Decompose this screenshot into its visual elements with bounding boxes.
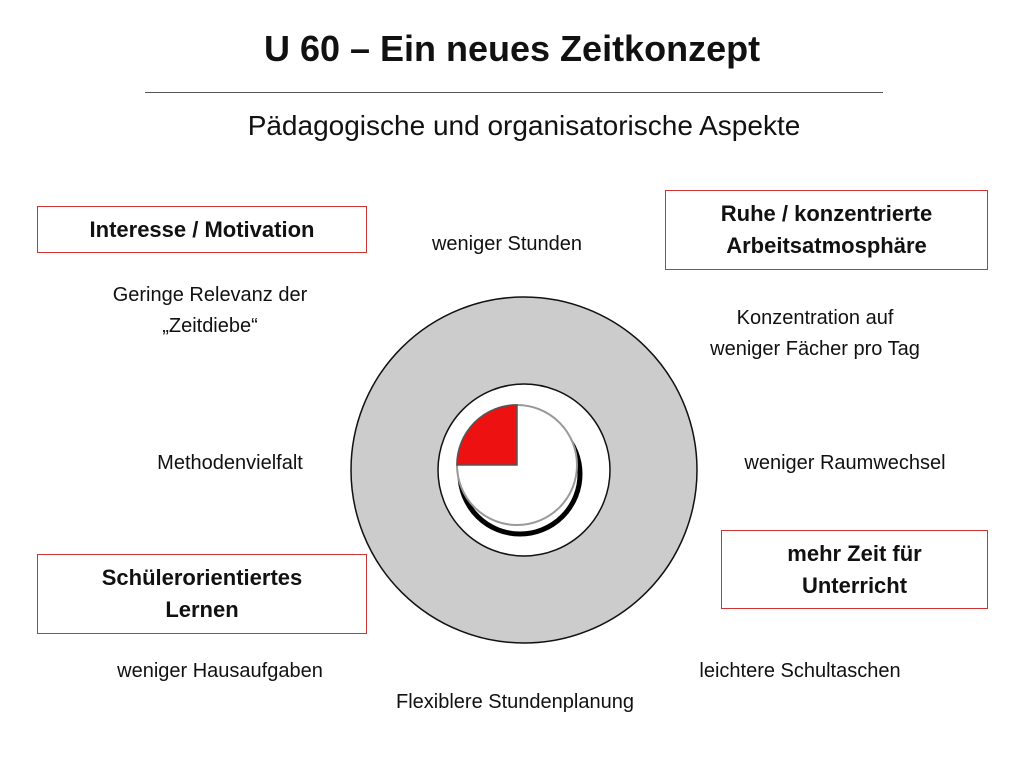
more-time-box: mehr Zeit für Unterricht [721, 530, 988, 609]
label-methods: Methodenvielfalt [157, 452, 303, 474]
label-relevance-line1: Geringe Relevanz der [112, 284, 308, 306]
calm-atmosphere-label: Ruhe / konzentrierte Arbeitsatmosphäre [720, 201, 933, 258]
label-focus-line2: weniger Fächer pro Tag [710, 338, 920, 360]
label-rooms: weniger Raumwechsel [744, 452, 946, 474]
label-homework: weniger Hausaufgaben [117, 660, 323, 682]
more-time-label: mehr Zeit für Unterricht [787, 540, 922, 598]
page-title: U 60 – Ein neues Zeitkonzept [263, 28, 761, 69]
label-focus-line1: Konzentration auf [736, 307, 894, 329]
label-bags: leichtere Schultaschen [699, 660, 901, 682]
label-planning: Flexiblere Stundenplanung [396, 691, 634, 713]
label-focus: Konzentration auf weniger Fächer pro Tag [665, 303, 965, 365]
student-oriented-label: Schülerorientiertes Lernen [101, 565, 303, 622]
title-divider [145, 92, 883, 93]
student-oriented-box: Schülerorientiertes Lernen [37, 554, 367, 634]
calm-atmosphere-box: Ruhe / konzentrierte Arbeitsatmosphäre [665, 190, 988, 270]
interest-motivation-box: Interesse / Motivation [37, 206, 367, 253]
page-subtitle: Pädagogische und organisatorische Aspekt… [247, 110, 801, 141]
label-relevance-line2: „Zeitdiebe“ [162, 315, 258, 337]
label-fewer-hours: weniger Stunden [431, 233, 583, 255]
label-relevance: Geringe Relevanz der „Zeitdiebe“ [60, 280, 360, 342]
interest-motivation-label: Interesse / Motivation [89, 216, 315, 242]
clock-highlight-sector [456, 404, 518, 466]
